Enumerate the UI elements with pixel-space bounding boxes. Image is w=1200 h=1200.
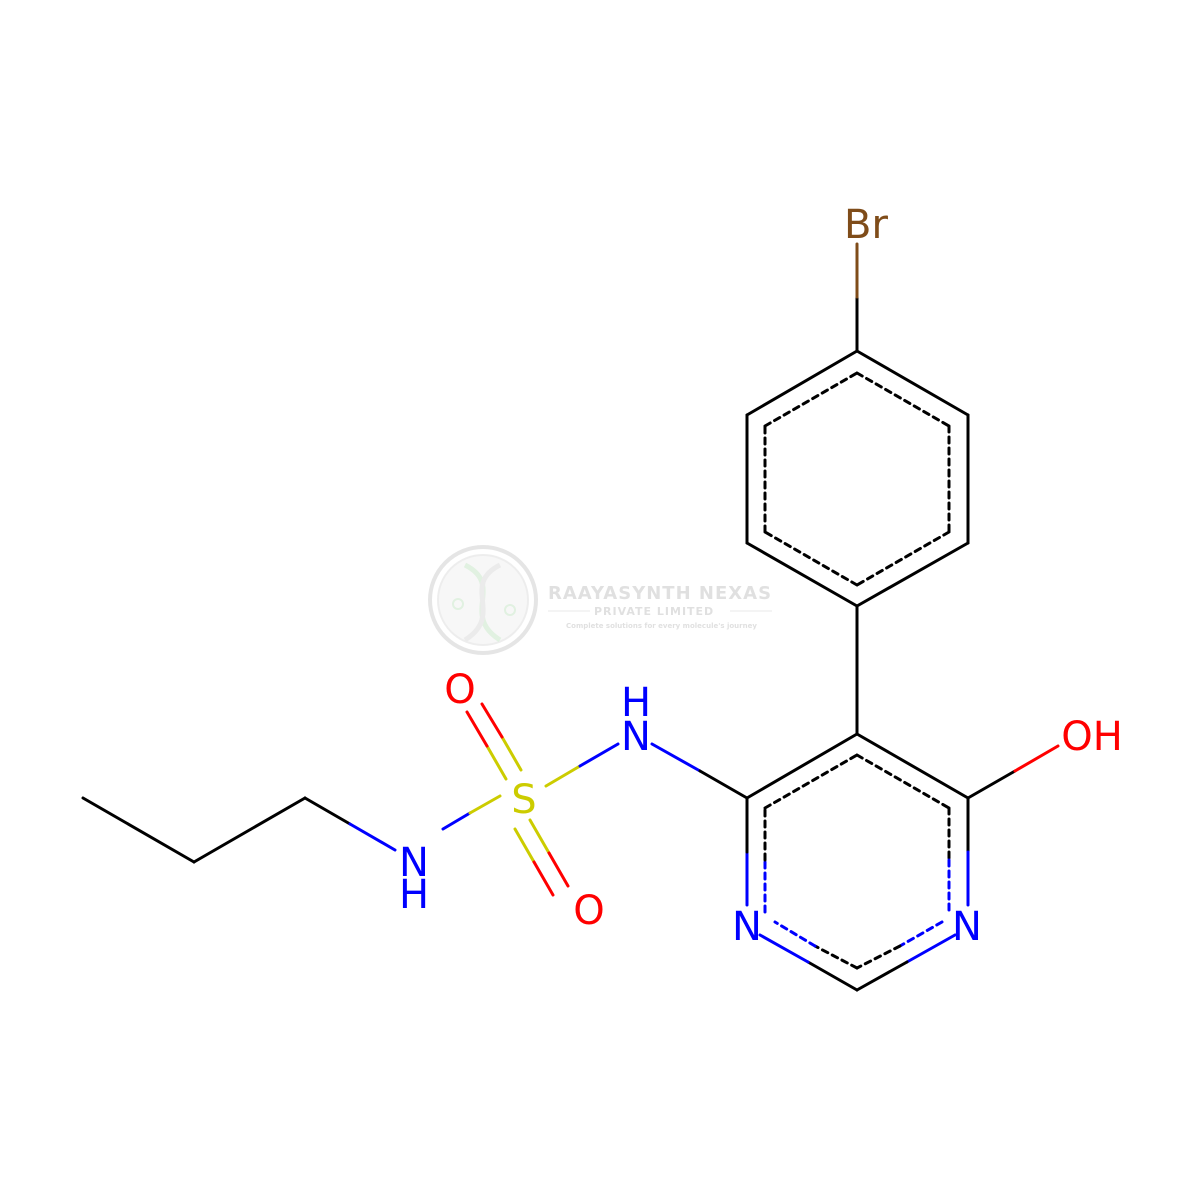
bond-s-nh-top-b bbox=[578, 742, 620, 768]
bond-ph-3 bbox=[745, 349, 859, 417]
bond-c6-oh bbox=[966, 769, 1017, 800]
bond-c3-n bbox=[303, 796, 352, 826]
bond-nh-c4 bbox=[650, 742, 702, 773]
bond-ph-4 bbox=[855, 349, 970, 417]
bond-c1-c2 bbox=[81, 796, 196, 864]
bond-nh-c4-b bbox=[698, 769, 749, 800]
bond-s-o-top-1 bbox=[485, 744, 508, 781]
bond-c6-oh-b bbox=[1013, 744, 1060, 773]
bond-s-o-bot-1b bbox=[547, 851, 570, 888]
bond-s-o-bot-2b bbox=[532, 860, 555, 897]
bond-c2-n3 bbox=[806, 960, 859, 992]
company-logo-icon bbox=[428, 545, 538, 655]
bond-c5-c6 bbox=[855, 732, 970, 800]
bond-nh-s-b bbox=[468, 794, 502, 815]
atom-n-ring-right: N bbox=[952, 904, 982, 950]
bond-s-o-bot-2 bbox=[513, 827, 536, 864]
atom-o-top: O bbox=[444, 667, 475, 713]
bond-c3-n-b bbox=[348, 822, 397, 852]
bond-ph-1 bbox=[745, 541, 859, 608]
atom-nh-top-h: H bbox=[621, 680, 651, 726]
bonds bbox=[81, 242, 1060, 992]
bond-ph-6 bbox=[855, 541, 970, 608]
atom-nh-left-h: H bbox=[399, 872, 429, 918]
bond-c2-n3-b bbox=[758, 933, 810, 964]
atom-s: S bbox=[511, 777, 536, 823]
bond-s-o-top-1b bbox=[465, 710, 489, 748]
atom-nh-top-n: N bbox=[621, 714, 651, 760]
atom-n-ring-left: N bbox=[732, 904, 762, 950]
watermark-subtitle: PRIVATE LIMITED bbox=[594, 605, 714, 618]
atom-br: Br bbox=[844, 202, 888, 248]
atom-labels: Br OH O O S H N N H N N bbox=[399, 202, 1123, 950]
bond-nh-s bbox=[441, 811, 472, 831]
company-watermark: RAAYASYNTH NEXAS PRIVATE LIMITED Complet… bbox=[428, 545, 772, 655]
bond-s-o-top-2b bbox=[480, 702, 504, 739]
bond-c4-c5 bbox=[745, 732, 859, 800]
bond-n1-c2 bbox=[905, 933, 957, 964]
watermark-title: RAAYASYNTH NEXAS bbox=[548, 583, 772, 604]
bond-c2-c3 bbox=[192, 796, 307, 864]
bond-s-o-top-2 bbox=[500, 735, 523, 772]
atom-o-bottom: O bbox=[573, 888, 604, 934]
pyrimidine-aromatic-bonds bbox=[763, 753, 951, 970]
atom-oh: OH bbox=[1061, 714, 1123, 760]
bond-n1-c2-b bbox=[855, 960, 909, 992]
bond-s-nh-top bbox=[544, 764, 582, 788]
atom-nh-left-n: N bbox=[399, 840, 429, 886]
phenyl-aromatic-bonds bbox=[763, 371, 951, 587]
bond-s-o-bot-1 bbox=[528, 818, 551, 855]
watermark-tagline: Complete solutions for every molecule's … bbox=[566, 622, 757, 630]
